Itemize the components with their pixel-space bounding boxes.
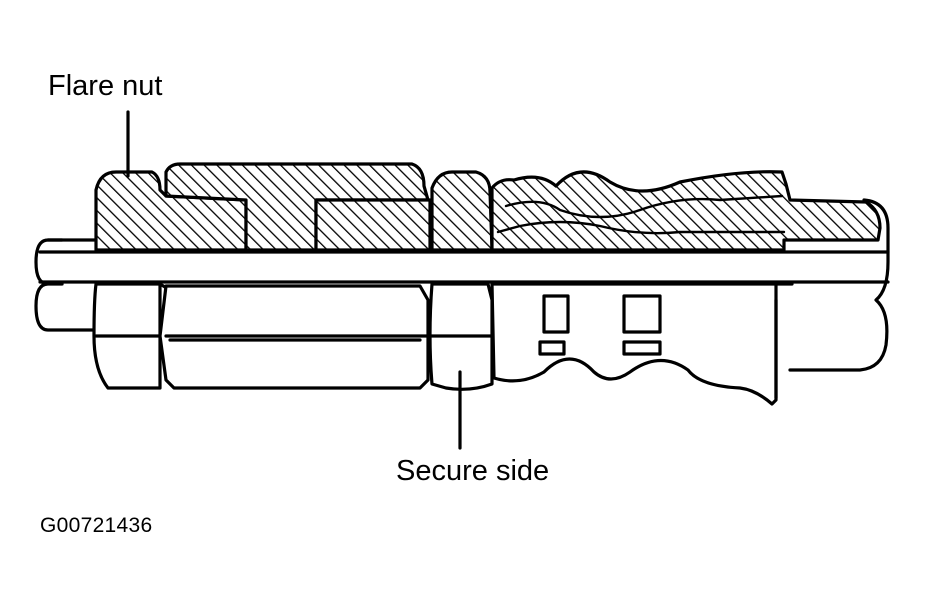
figure-code: G00721436 [40, 514, 153, 537]
flare-nut-section [94, 170, 248, 252]
flare-nut-label: Flare nut [48, 70, 163, 102]
hose-fitting-exterior [490, 282, 794, 406]
secure-side-label: Secure side [396, 455, 550, 487]
hose-fitting-section [490, 170, 882, 252]
secure-side-nut-exterior [428, 282, 494, 391]
pipe-tube [34, 198, 890, 372]
union-body-exterior [158, 284, 430, 390]
union-body-section [164, 162, 432, 252]
secure-side-nut-section [430, 170, 494, 252]
